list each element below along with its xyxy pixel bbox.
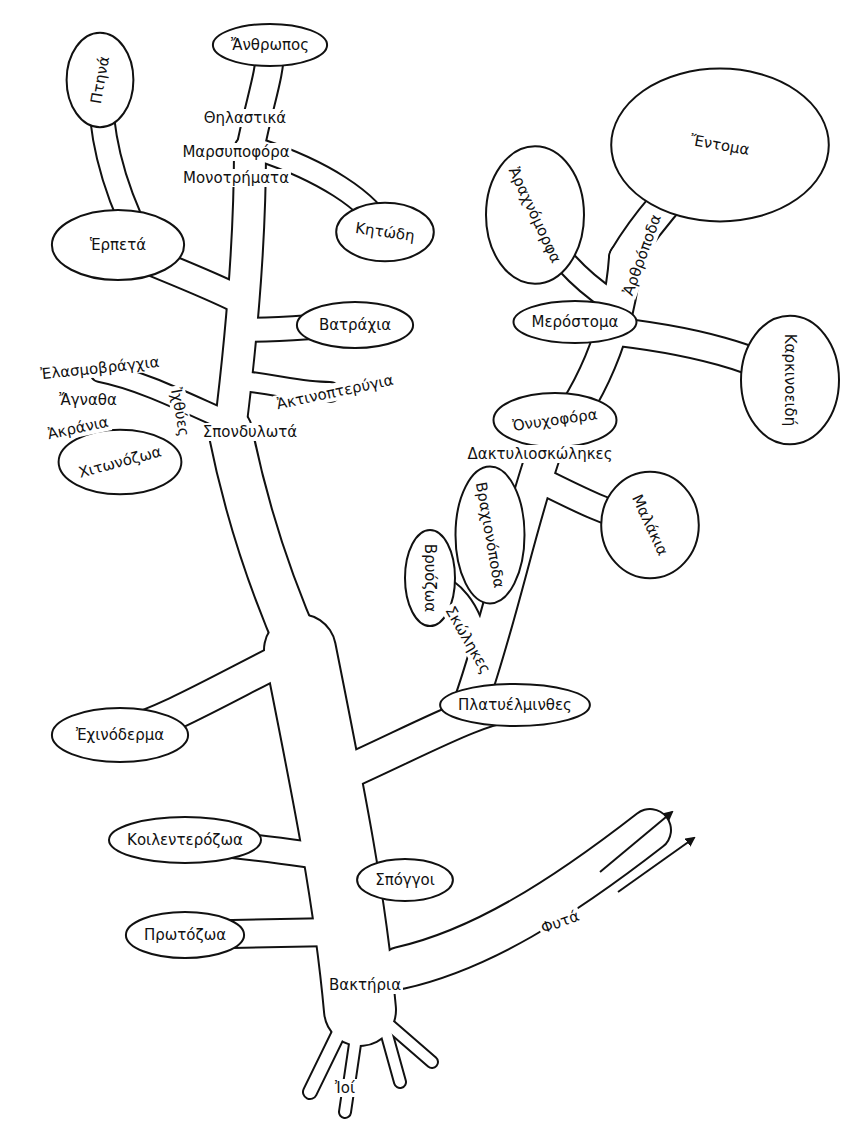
branch-fill bbox=[372, 1010, 432, 1062]
branch-outline bbox=[230, 430, 300, 650]
growth-arrow bbox=[618, 838, 694, 892]
taxon-label: Πρωτόζωα bbox=[142, 926, 228, 944]
taxon-label: Θηλαστικά bbox=[202, 109, 288, 127]
taxon-label: Μονοτρήματα bbox=[181, 169, 291, 187]
taxon-label: Βρυόζωα bbox=[421, 542, 439, 614]
branch-lobe bbox=[126, 912, 244, 958]
branch-fill bbox=[300, 650, 360, 1010]
taxon-label: Πλατυέλμινθες bbox=[456, 696, 574, 714]
taxon-label: Ἄγναθα bbox=[57, 391, 119, 409]
branch-lobe bbox=[336, 203, 434, 262]
taxon-label: Κοιλεντερόζωα bbox=[125, 831, 245, 849]
branch-outline bbox=[300, 650, 360, 1010]
taxon-label: Μαρσυποφόρα bbox=[180, 143, 291, 161]
taxon-label: Σπονδυλωτά bbox=[201, 423, 299, 441]
taxon-label: Ἐχινόδερμα bbox=[74, 726, 166, 744]
taxon-label: Ἄνθρωπος bbox=[229, 36, 311, 54]
branch-lobe bbox=[611, 69, 829, 222]
branch-lobe bbox=[741, 316, 839, 445]
branch-lobe bbox=[456, 467, 525, 604]
taxon-label: Σπόγγοι bbox=[373, 871, 437, 889]
branch-lobe bbox=[52, 210, 184, 280]
branch-fill bbox=[400, 830, 650, 968]
branch-lobe bbox=[514, 301, 637, 343]
branch-lobe bbox=[67, 33, 134, 127]
branch-lobe bbox=[297, 302, 413, 348]
branch-lobe bbox=[601, 472, 699, 579]
taxon-label: Ἰοί bbox=[333, 1079, 357, 1097]
taxon-label: Καρκινοειδή bbox=[781, 332, 799, 429]
branch-lobe bbox=[59, 430, 182, 494]
branch-lobe bbox=[213, 24, 327, 66]
growth-arrow bbox=[600, 812, 672, 872]
branch-lobe bbox=[109, 817, 261, 863]
branch-lobe bbox=[494, 393, 617, 447]
branch-lobe bbox=[440, 684, 590, 726]
taxon-label: Ἀκτινοπτερύγια bbox=[273, 370, 397, 413]
taxon-label: Ἑρπετά bbox=[88, 236, 148, 254]
branch-fill bbox=[230, 430, 300, 650]
taxon-label: Βακτήρια bbox=[327, 976, 403, 994]
branch-outline bbox=[400, 830, 650, 968]
taxon-label: Βατράχια bbox=[317, 316, 393, 334]
taxon-label: Μερόστομα bbox=[530, 313, 621, 331]
branch-lobe bbox=[52, 708, 188, 762]
branch-lobe bbox=[486, 146, 584, 283]
branch-lobe bbox=[357, 859, 453, 901]
taxon-label: Δακτυλιοσκώληκες bbox=[466, 445, 615, 463]
